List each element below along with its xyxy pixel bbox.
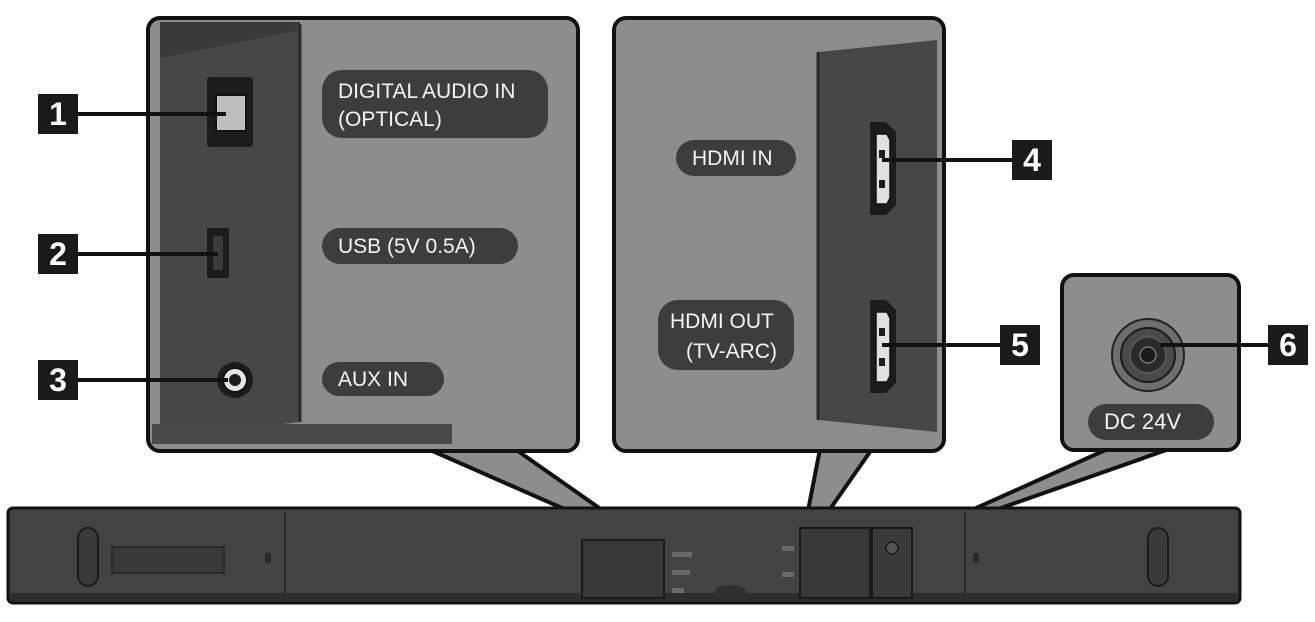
svg-text:5: 5	[1011, 327, 1029, 363]
svg-text:4: 4	[1023, 142, 1041, 178]
aux-label-pill	[322, 362, 444, 396]
callout-leaders	[78, 112, 1268, 382]
rear-mini-label-5	[782, 572, 794, 577]
svg-text:3: 3	[49, 362, 67, 398]
rear-screw-right	[973, 553, 979, 563]
hdmi-out-label-pill	[658, 300, 794, 370]
callout-6: 6	[1268, 325, 1308, 365]
svg-text:1: 1	[49, 96, 67, 132]
callout-2: 2	[38, 234, 78, 274]
rear-mini-label-3	[672, 588, 684, 593]
rear-mini-label-4	[782, 546, 794, 551]
rear-mini-label-2	[672, 570, 690, 575]
callout-5: 5	[1000, 325, 1040, 365]
rear-screw-left	[265, 553, 271, 563]
dc-label: DC 24V	[1104, 409, 1181, 434]
left-detail-panel: DIGITAL AUDIO IN (OPTICAL) USB (5V 0.5A)…	[146, 16, 580, 453]
hdmi-in-label-pill	[676, 140, 796, 176]
optical-port-icon	[207, 77, 253, 147]
rear-connector-recess-middle	[799, 527, 871, 599]
optical-label-line2: (OPTICAL)	[338, 108, 442, 131]
usb-label-pill	[322, 228, 518, 264]
rear-connector-recess-dc	[871, 527, 913, 599]
hdmi-out-label-line1: HDMI OUT	[670, 310, 774, 333]
middle-detail-panel: HDMI IN HDMI OUT (TV-ARC)	[612, 16, 946, 453]
rear-center-vent	[714, 585, 746, 599]
aux-label: AUX IN	[338, 368, 408, 391]
callout-1: 1	[38, 94, 78, 134]
left-grip-slot	[77, 527, 99, 587]
callout-boxes: 1 2 3 4 5 6	[38, 94, 1308, 400]
dc-label-pill	[1088, 404, 1214, 440]
usb-label: USB (5V 0.5A)	[338, 235, 476, 258]
left-panel-bottom-ledge	[152, 424, 452, 444]
hdmi-out-label-line2: (TV-ARC)	[686, 340, 777, 363]
right-grip-slot	[1147, 527, 1169, 587]
svg-text:6: 6	[1279, 327, 1297, 363]
right-detail-panel: DC 24V	[1060, 273, 1241, 452]
left-panel-plate-top	[160, 22, 300, 58]
hdmi-port-icon	[870, 122, 896, 215]
soundbar	[6, 506, 1242, 605]
rear-mini-label-1	[672, 552, 692, 557]
rear-label-plate	[111, 546, 225, 574]
optical-label-pill	[322, 70, 548, 138]
callout-3: 3	[38, 360, 78, 400]
rear-connector-recess-left	[581, 539, 665, 599]
dc-power-jack-icon	[1111, 318, 1185, 392]
optical-label-line1: DIGITAL AUDIO IN	[338, 80, 515, 103]
hdmi-in-label: HDMI IN	[692, 147, 773, 170]
rear-dc-jack-mini	[885, 541, 899, 555]
middle-panel-dark-plate	[818, 40, 937, 432]
left-panel-dark-plate	[160, 24, 300, 438]
svg-text:2: 2	[49, 236, 67, 272]
callout-4: 4	[1012, 140, 1052, 180]
